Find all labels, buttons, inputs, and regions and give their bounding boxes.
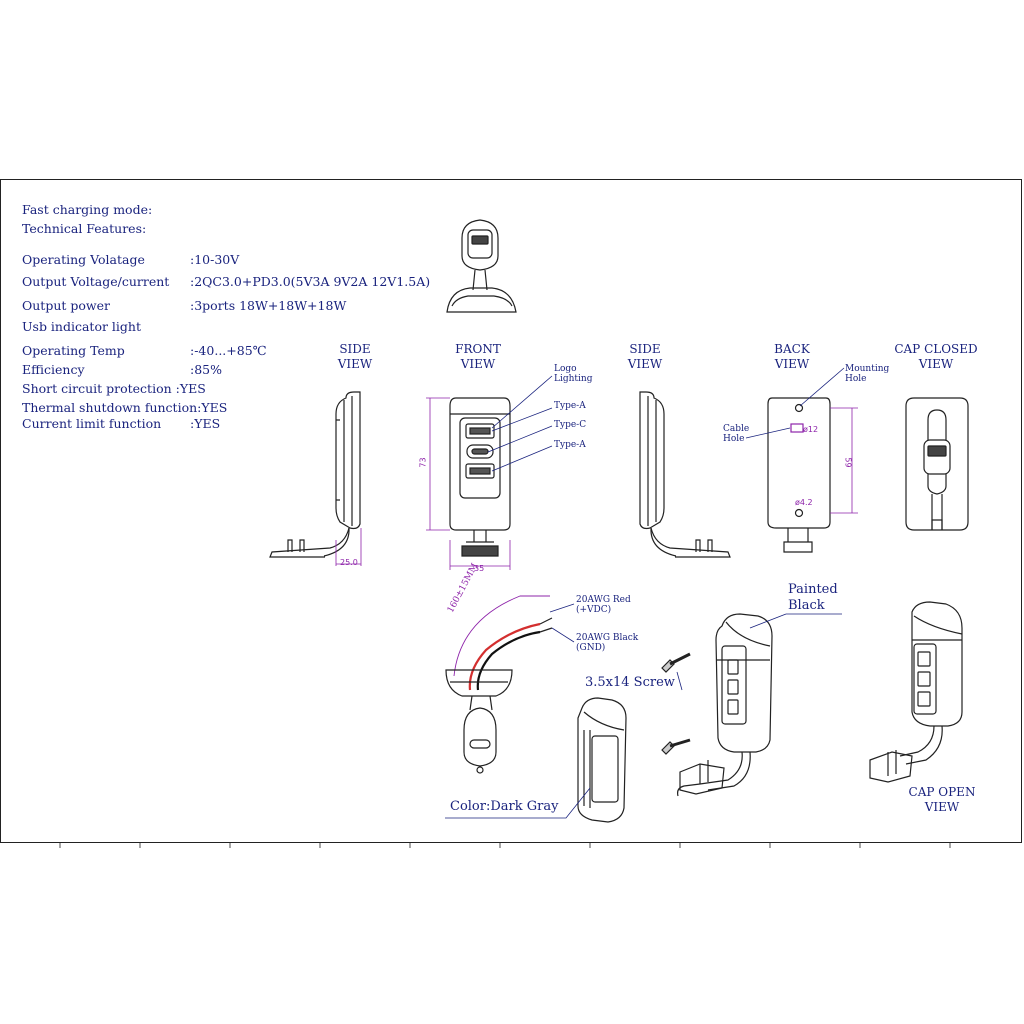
- dark-gray-drawing: [445, 697, 627, 823]
- side-view-label-line1: SIDE: [339, 342, 371, 356]
- side-view-label-2-line1: SIDE: [629, 342, 661, 356]
- spec-value: :10-30V: [190, 252, 240, 267]
- spec-key: Usb indicator light: [22, 319, 141, 334]
- type-a-callout-2: Type-A: [554, 440, 586, 450]
- side-view-1-drawing: [269, 391, 362, 566]
- spec-key: Output power: [22, 298, 110, 313]
- back-view-label-line1: BACK: [774, 342, 810, 356]
- screw-icon: [661, 652, 691, 755]
- spec-row: Operating Temp :-40...+85℃: [22, 343, 267, 358]
- spec-value: :YES: [190, 416, 221, 431]
- cable-hole-line1: Cable: [723, 424, 750, 434]
- red-wire-line1: 20AWG Red: [576, 595, 631, 605]
- cable-hole-dimension: ø12: [803, 425, 819, 434]
- spec-value: :YES: [197, 400, 228, 415]
- spec-value: :2QC3.0+PD3.0(5V3A 9V2A 12V1.5A): [190, 274, 431, 289]
- usb-c-icon: [466, 444, 494, 459]
- drawing-frame: [0, 179, 1022, 843]
- spec-row: Thermal shutdown function:YES: [22, 400, 227, 415]
- spec-value: :85%: [190, 362, 222, 377]
- back-view-label-line2: VIEW: [774, 357, 810, 371]
- spec-row: Usb indicator light: [22, 319, 190, 334]
- cap-closed-drawing: [905, 397, 969, 531]
- front-view-label-line1: FRONT: [455, 342, 501, 356]
- spec-key: Operating Volatage: [22, 252, 145, 267]
- spec-key: Thermal shutdown function: [22, 400, 198, 415]
- spec-row: Current limit function :YES: [22, 416, 220, 431]
- cap-closed-label-line1: CAP CLOSED: [894, 342, 978, 356]
- screw-callout: 3.5x14 Screw: [585, 675, 675, 690]
- border-ticks: [59, 843, 951, 848]
- spec-key: Short circuit protection: [22, 381, 172, 396]
- logo-lighting-line2: Lighting: [554, 374, 593, 384]
- spec-row: Output Voltage/current :2QC3.0+PD3.0(5V3A…: [22, 274, 430, 289]
- spec-key: Output Voltage/current: [22, 274, 170, 289]
- spec-value: :-40...+85℃: [190, 343, 267, 358]
- spec-row: Efficiency :85%: [22, 362, 222, 377]
- side-view-label-2-line2: VIEW: [627, 357, 663, 371]
- painted-black-drawing: [676, 613, 842, 797]
- spec-key: Current limit function: [22, 416, 162, 431]
- spec-key: Operating Temp: [22, 343, 125, 358]
- fast-charging-mode-label: Fast charging mode:: [22, 202, 153, 217]
- red-wire-callout: 20AWG Red(+VDC): [576, 595, 631, 615]
- side-view-label-line2: VIEW: [337, 357, 373, 371]
- cap-open-label-line1: CAP OPEN: [908, 785, 976, 799]
- wire-assembly-drawing: [445, 595, 575, 774]
- technical-features-label: Technical Features:: [22, 221, 147, 236]
- thumbnail-product: [446, 219, 517, 313]
- black-wire-line1: 20AWG Black: [576, 633, 639, 643]
- logo-lighting-line1: Logo: [554, 364, 577, 374]
- cap-open-drawing: [869, 601, 963, 783]
- side-depth-dimension: 25.0: [340, 558, 358, 567]
- mounting-hole-icon: [794, 508, 804, 518]
- red-wire-line2: (+VDC): [576, 605, 612, 615]
- cap-closed-label-line2: VIEW: [918, 357, 954, 371]
- front-view-label-line2: VIEW: [460, 357, 496, 371]
- painted-black-line1: Painted: [788, 582, 838, 597]
- usb-icon: [465, 463, 495, 479]
- spec-row: Short circuit protection :YES: [22, 381, 206, 396]
- mounting-hole-line2: Hole: [845, 374, 867, 384]
- spec-key: Efficiency: [22, 362, 85, 377]
- spec-row: Operating Volatage :10-30V: [22, 252, 239, 267]
- spec-value: :3ports 18W+18W+18W: [190, 298, 347, 313]
- black-wire-callout: 20AWG Black(GND): [576, 633, 638, 653]
- cable-hole-line2: Hole: [723, 434, 745, 444]
- black-wire-line2: (GND): [576, 643, 606, 653]
- back-view-drawing: [745, 367, 858, 553]
- type-c-callout: Type-C: [554, 420, 587, 430]
- color-callout: Color:Dark Gray: [450, 799, 559, 814]
- cap-open-label-line2: VIEW: [924, 800, 960, 814]
- spec-row: Output power :3ports 18W+18W+18W: [22, 298, 346, 313]
- side-view-2-drawing: [639, 391, 731, 558]
- mounting-hole-icon: [794, 403, 804, 413]
- front-view-drawing: [426, 375, 553, 570]
- type-a-callout-1: Type-A: [554, 401, 586, 411]
- mount-hole-dimension: ø4.2: [795, 498, 813, 507]
- usb-icon: [465, 423, 495, 439]
- mounting-hole-line1: Mounting: [845, 364, 890, 374]
- spec-value: :YES: [175, 381, 206, 396]
- painted-black-line2: Black: [788, 598, 825, 613]
- front-width-dimension: 35: [474, 564, 485, 573]
